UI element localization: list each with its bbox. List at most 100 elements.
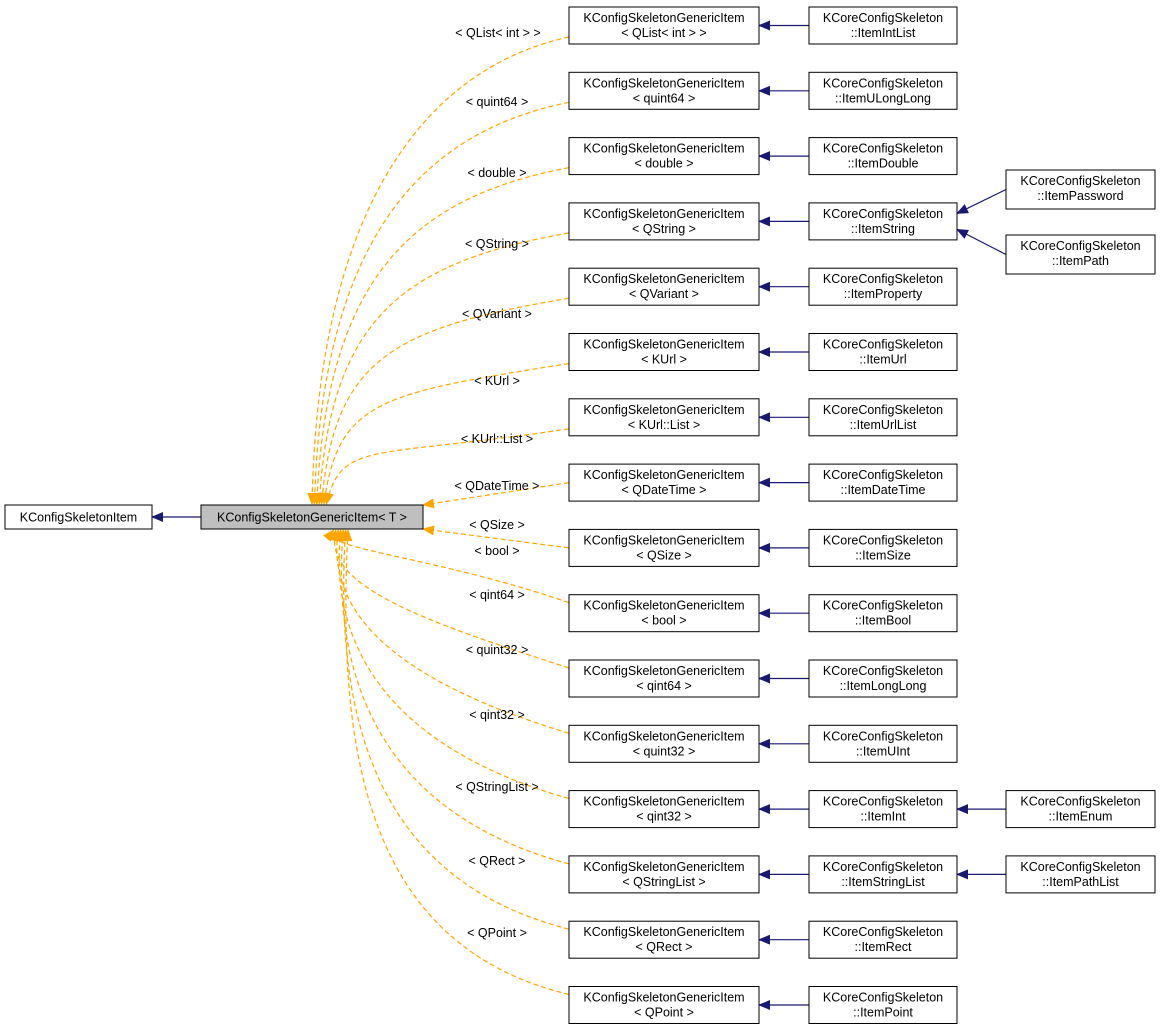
class-node-extra-4-label-line-1: KCoreConfigSkeleton: [1020, 860, 1140, 874]
class-node-kconfigskeletonitem-label-line-1: KConfigSkeletonItem: [20, 511, 137, 525]
class-node-item-11[interactable]: KCoreConfigSkeleton::ItemLongLong: [808, 659, 958, 698]
class-node-generic-4[interactable]: KConfigSkeletonGenericItem< QString >: [568, 202, 760, 241]
class-node-extra-1[interactable]: KCoreConfigSkeleton::ItemPassword: [1005, 169, 1156, 210]
class-node-extra-2-label-line-1: KCoreConfigSkeleton: [1020, 239, 1140, 253]
class-node-item-2[interactable]: KCoreConfigSkeleton::ItemULongLong: [808, 71, 958, 110]
class-node-generic-14[interactable]: KConfigSkeletonGenericItem< QStringList …: [568, 855, 760, 894]
template-edge-2: [309, 101, 570, 505]
class-node-item-9[interactable]: KCoreConfigSkeleton::ItemSize: [808, 528, 958, 567]
class-node-generic-8-box: [568, 463, 760, 502]
class-node-item-6-label-line-2: ::ItemUrl: [859, 353, 906, 367]
class-node-extra-1-box: [1005, 169, 1156, 210]
class-node-generic-15-label-line-1: KConfigSkeletonGenericItem: [583, 925, 744, 939]
class-node-generic-13-box: [568, 790, 760, 829]
class-node-item-12[interactable]: KCoreConfigSkeleton::ItemUInt: [808, 724, 958, 763]
class-node-generic-2[interactable]: KConfigSkeletonGenericItem< quint64 >: [568, 71, 760, 110]
template-argument-label-11: < qint64 >: [469, 588, 525, 602]
class-node-generic-9[interactable]: KConfigSkeletonGenericItem< QSize >: [568, 528, 760, 567]
template-edge-5: [317, 297, 570, 505]
class-node-generic-5[interactable]: KConfigSkeletonGenericItem< QVariant >: [568, 267, 760, 306]
class-node-generic-13-label-line-1: KConfigSkeletonGenericItem: [583, 795, 744, 809]
class-node-focus-generic-template-box: [200, 504, 424, 530]
class-node-generic-14-label-line-1: KConfigSkeletonGenericItem: [583, 860, 744, 874]
class-node-item-7[interactable]: KCoreConfigSkeleton::ItemUrlList: [808, 398, 958, 437]
template-argument-label-16: < QPoint >: [467, 926, 527, 940]
class-node-item-5-box: [808, 267, 958, 306]
class-node-item-14[interactable]: KCoreConfigSkeleton::ItemStringList: [808, 855, 958, 894]
class-node-generic-12[interactable]: KConfigSkeletonGenericItem< quint32 >: [568, 724, 760, 763]
class-node-extra-4-label-line-2: ::ItemPathList: [1042, 875, 1119, 889]
class-node-generic-3-label-line-1: KConfigSkeletonGenericItem: [583, 142, 744, 156]
class-node-extra-3-label-line-1: KCoreConfigSkeleton: [1020, 795, 1140, 809]
class-node-generic-1[interactable]: KConfigSkeletonGenericItem< QList< int >…: [568, 6, 760, 45]
class-node-generic-16-label-line-1: KConfigSkeletonGenericItem: [583, 991, 744, 1005]
class-node-generic-9-label-line-1: KConfigSkeletonGenericItem: [583, 533, 744, 547]
class-node-item-4[interactable]: KCoreConfigSkeleton::ItemString: [808, 202, 958, 241]
class-node-item-14-label-line-1: KCoreConfigSkeleton: [823, 860, 943, 874]
class-node-generic-12-box: [568, 724, 760, 763]
class-node-generic-8-label-line-1: KConfigSkeletonGenericItem: [583, 468, 744, 482]
class-node-item-1[interactable]: KCoreConfigSkeleton::ItemIntList: [808, 6, 958, 45]
class-node-extra-2-label-line-2: ::ItemPath: [1052, 254, 1109, 268]
template-argument-label-14: < QStringList >: [455, 780, 538, 794]
class-node-item-16-label-line-2: ::ItemPoint: [853, 1006, 913, 1020]
class-node-kconfigskeletonitem-box: [4, 504, 153, 530]
class-node-generic-7-label-line-1: KConfigSkeletonGenericItem: [583, 403, 744, 417]
template-edge-4: [314, 232, 570, 505]
class-node-generic-11[interactable]: KConfigSkeletonGenericItem< qint64 >: [568, 659, 760, 698]
class-node-generic-7[interactable]: KConfigSkeletonGenericItem< KUrl::List >: [568, 398, 760, 437]
class-node-generic-15-box: [568, 920, 760, 959]
class-node-item-10[interactable]: KCoreConfigSkeleton::ItemBool: [808, 594, 958, 633]
edge-extra-1-to-item: [956, 188, 1007, 214]
class-node-generic-12-label-line-2: < quint32 >: [633, 744, 696, 758]
class-node-item-6-label-line-1: KCoreConfigSkeleton: [823, 338, 943, 352]
class-node-item-7-box: [808, 398, 958, 437]
class-node-item-1-label-line-2: ::ItemIntList: [851, 26, 916, 40]
class-node-generic-15[interactable]: KConfigSkeletonGenericItem< QRect >: [568, 920, 760, 959]
class-node-generic-9-box: [568, 528, 760, 567]
class-node-generic-1-box: [568, 6, 760, 45]
class-node-item-13-label-line-2: ::ItemInt: [860, 810, 906, 824]
class-node-generic-1-label-line-2: < QList< int > >: [621, 26, 706, 40]
class-node-generic-13[interactable]: KConfigSkeletonGenericItem< qint32 >: [568, 790, 760, 829]
class-node-item-5[interactable]: KCoreConfigSkeleton::ItemProperty: [808, 267, 958, 306]
class-node-extra-4[interactable]: KCoreConfigSkeleton::ItemPathList: [1005, 855, 1156, 894]
class-node-generic-3[interactable]: KConfigSkeletonGenericItem< double >: [568, 137, 760, 176]
class-node-item-2-box: [808, 71, 958, 110]
class-node-extra-2[interactable]: KCoreConfigSkeleton::ItemPath: [1005, 234, 1156, 275]
class-node-item-11-box: [808, 659, 958, 698]
class-node-generic-8-label-line-2: < QDateTime >: [622, 483, 707, 497]
class-node-item-13[interactable]: KCoreConfigSkeleton::ItemInt: [808, 790, 958, 829]
class-node-item-15-label-line-1: KCoreConfigSkeleton: [823, 925, 943, 939]
class-node-focus-generic-template[interactable]: KConfigSkeletonGenericItem< T >: [200, 504, 424, 530]
class-node-generic-6-label-line-1: KConfigSkeletonGenericItem: [583, 338, 744, 352]
class-node-item-9-label-line-2: ::ItemSize: [855, 548, 911, 562]
class-node-generic-6[interactable]: KConfigSkeletonGenericItem< KUrl >: [568, 333, 760, 371]
class-node-item-1-box: [808, 6, 958, 45]
template-edge-8: [422, 482, 570, 509]
class-node-kconfigskeletonitem[interactable]: KConfigSkeletonItem: [4, 504, 153, 530]
class-node-generic-7-box: [568, 398, 760, 437]
template-argument-label-15: < QRect >: [469, 854, 526, 868]
class-node-item-15[interactable]: KCoreConfigSkeleton::ItemRect: [808, 920, 958, 959]
class-node-item-14-box: [808, 855, 958, 894]
edges-layer: [151, 20, 1007, 1010]
class-node-item-16[interactable]: KCoreConfigSkeleton::ItemPoint: [808, 986, 958, 1024]
class-node-generic-8[interactable]: KConfigSkeletonGenericItem< QDateTime >: [568, 463, 760, 502]
template-edge-10: [322, 529, 570, 604]
class-node-extra-3[interactable]: KCoreConfigSkeleton::ItemEnum: [1005, 790, 1156, 829]
class-node-generic-6-label-line-2: < KUrl >: [641, 353, 687, 367]
class-node-generic-1-label-line-1: KConfigSkeletonGenericItem: [583, 11, 744, 25]
class-node-item-16-box: [808, 986, 958, 1024]
class-node-item-8[interactable]: KCoreConfigSkeleton::ItemDateTime: [808, 463, 958, 502]
class-node-item-10-box: [808, 594, 958, 633]
edge-extra-2-to-item: [956, 228, 1007, 256]
class-node-generic-16[interactable]: KConfigSkeletonGenericItem< QPoint >: [568, 986, 760, 1024]
class-node-generic-10[interactable]: KConfigSkeletonGenericItem< bool >: [568, 594, 760, 633]
class-node-item-6[interactable]: KCoreConfigSkeleton::ItemUrl: [808, 333, 958, 371]
class-node-focus-generic-template-label-line-1: KConfigSkeletonGenericItem< T >: [217, 511, 407, 525]
class-node-item-12-label-line-1: KCoreConfigSkeleton: [823, 729, 943, 743]
class-node-item-3[interactable]: KCoreConfigSkeleton::ItemDouble: [808, 137, 958, 176]
class-node-item-10-label-line-2: ::ItemBool: [855, 614, 911, 628]
